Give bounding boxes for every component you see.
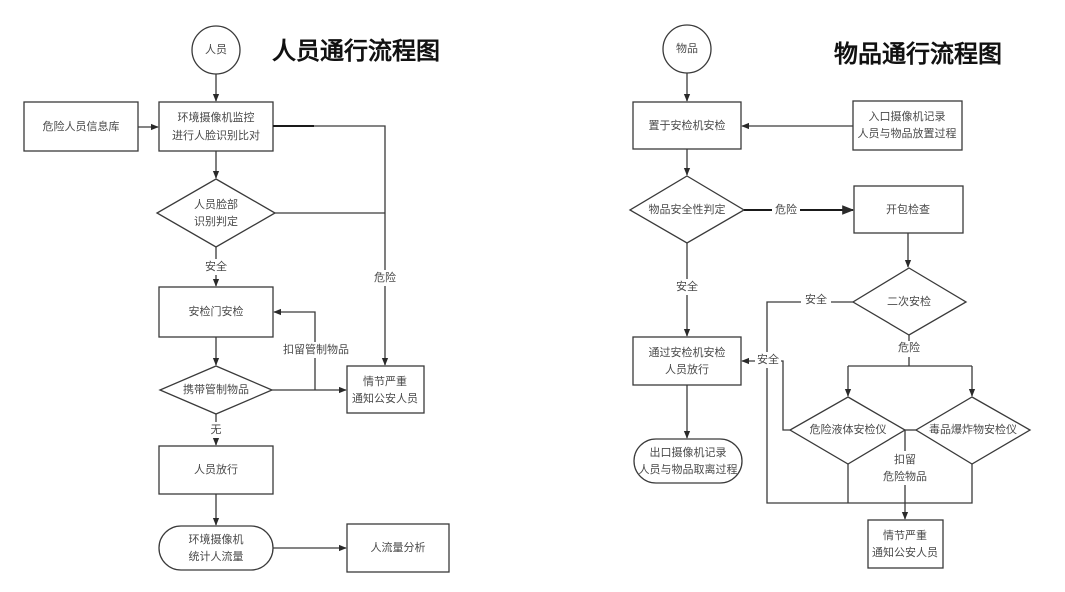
second-check-label: 二次安检 xyxy=(887,294,931,308)
face-decision-node: 人员脸部 识别判定 xyxy=(155,178,277,248)
goods-label-safe2: 安全 xyxy=(805,292,827,306)
goods-flowchart: 物品通行流程图 物品 置于安检机安检 入口摄像机记录 人员与物品放置过程 物品安… xyxy=(628,24,1032,569)
camera-monitor-line2: 进行人脸识别比对 xyxy=(172,128,260,142)
label-safe: 安全 xyxy=(205,259,227,273)
goods-detain-line1: 扣留 xyxy=(894,452,916,466)
gate-check-label: 安检门安检 xyxy=(189,304,244,318)
liquid-check-label: 危险液体安检仪 xyxy=(810,422,887,436)
exit-terminal-line1: 出口摄像机记录 xyxy=(650,445,727,459)
edge-detain-loop xyxy=(273,308,316,390)
personnel-flowchart: 人员通行流程图 人员 危险人员信息库 环境摄像机监控 进行人脸识别比对 人员脸部… xyxy=(23,25,450,573)
goods-label-danger: 危险 xyxy=(775,202,797,216)
exit-terminal-node: 出口摄像机记录 人员与物品取离过程 xyxy=(633,438,743,484)
open-bag-node: 开包检查 xyxy=(853,185,964,234)
goods-serious-line2: 通知公安人员 xyxy=(872,545,938,559)
count-terminal-line2: 统计人流量 xyxy=(189,549,244,563)
edge-second-safe-loop xyxy=(766,301,973,504)
personnel-serious-node: 情节严重 通知公安人员 xyxy=(346,365,425,414)
goods-start-label: 物品 xyxy=(676,41,698,55)
flow-analysis-label: 人流量分析 xyxy=(371,540,426,554)
entry-camera-line1: 入口摄像机记录 xyxy=(869,109,946,123)
goods-label-safe3: 安全 xyxy=(757,352,779,366)
explosive-check-node: 毒品爆炸物安检仪 xyxy=(914,396,1032,465)
open-bag-label: 开包检查 xyxy=(886,202,930,216)
place-check-node: 置于安检机安检 xyxy=(632,101,742,150)
personnel-start-label: 人员 xyxy=(205,43,227,56)
release-node: 人员放行 xyxy=(158,445,274,495)
goods-label-danger2: 危险 xyxy=(898,340,920,354)
camera-monitor-line1: 环境摄像机监控 xyxy=(178,110,255,124)
flow-analysis-node: 人流量分析 xyxy=(346,523,450,573)
goods-flow-title: 物品通行流程图 xyxy=(834,40,1002,68)
goods-detain-line2: 危险物品 xyxy=(883,469,927,483)
face-decision-line1: 人员脸部 xyxy=(194,197,238,211)
face-decision-line2: 识别判定 xyxy=(194,214,238,228)
personnel-start-node: 人员 xyxy=(191,25,241,75)
safety-decision-node: 物品安全性判定 xyxy=(628,175,746,244)
entry-camera-node: 入口摄像机记录 人员与物品放置过程 xyxy=(852,100,963,151)
edge-danger-path xyxy=(314,125,389,366)
goods-label-safe: 安全 xyxy=(676,279,698,293)
pass-line2: 人员放行 xyxy=(665,362,709,376)
entry-camera-line2: 人员与物品放置过程 xyxy=(858,126,957,140)
pass-node: 通过安检机安检 人员放行 xyxy=(632,336,742,386)
second-check-node: 二次安检 xyxy=(851,267,968,336)
label-none: 无 xyxy=(211,423,222,436)
goods-serious-line1: 情节严重 xyxy=(883,528,927,542)
contraband-decision-node: 携带管制物品 xyxy=(158,365,274,415)
place-check-label: 置于安检机安检 xyxy=(649,118,726,132)
safety-decision-label: 物品安全性判定 xyxy=(649,202,726,216)
release-label: 人员放行 xyxy=(194,462,238,476)
danger-db-label: 危险人员信息库 xyxy=(43,119,120,133)
label-danger: 危险 xyxy=(374,270,396,284)
danger-db-node: 危险人员信息库 xyxy=(23,101,139,152)
goods-serious-node: 情节严重 通知公安人员 xyxy=(867,519,944,569)
count-terminal-line1: 环境摄像机 xyxy=(189,532,244,546)
personnel-flow-title: 人员通行流程图 xyxy=(272,37,440,65)
label-detain: 扣留管制物品 xyxy=(283,342,349,356)
goods-start-node: 物品 xyxy=(662,24,712,74)
exit-terminal-line2: 人员与物品取离过程 xyxy=(639,462,738,476)
personnel-serious-line2: 通知公安人员 xyxy=(352,391,418,405)
gate-check-node: 安检门安检 xyxy=(158,286,274,338)
personnel-serious-line1: 情节严重 xyxy=(363,374,407,388)
edge-liquid-safe-to-pass xyxy=(741,357,790,431)
pass-line1: 通过安检机安检 xyxy=(649,345,726,359)
contraband-decision-label: 携带管制物品 xyxy=(183,382,249,396)
camera-monitor-node: 环境摄像机监控 进行人脸识别比对 xyxy=(158,101,274,152)
count-terminal-node: 环境摄像机 统计人流量 xyxy=(158,525,274,571)
explosive-check-label: 毒品爆炸物安检仪 xyxy=(929,422,1017,436)
